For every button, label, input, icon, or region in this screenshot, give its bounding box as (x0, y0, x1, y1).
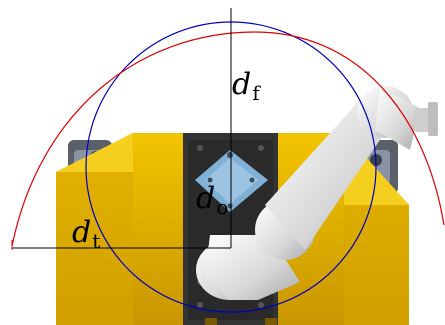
label-d-o: do (196, 181, 229, 219)
label-d-f: df (232, 67, 260, 105)
red-reach-arc (11, 31, 445, 247)
label-d-t: dt (72, 215, 101, 253)
robot-arm (196, 86, 438, 300)
